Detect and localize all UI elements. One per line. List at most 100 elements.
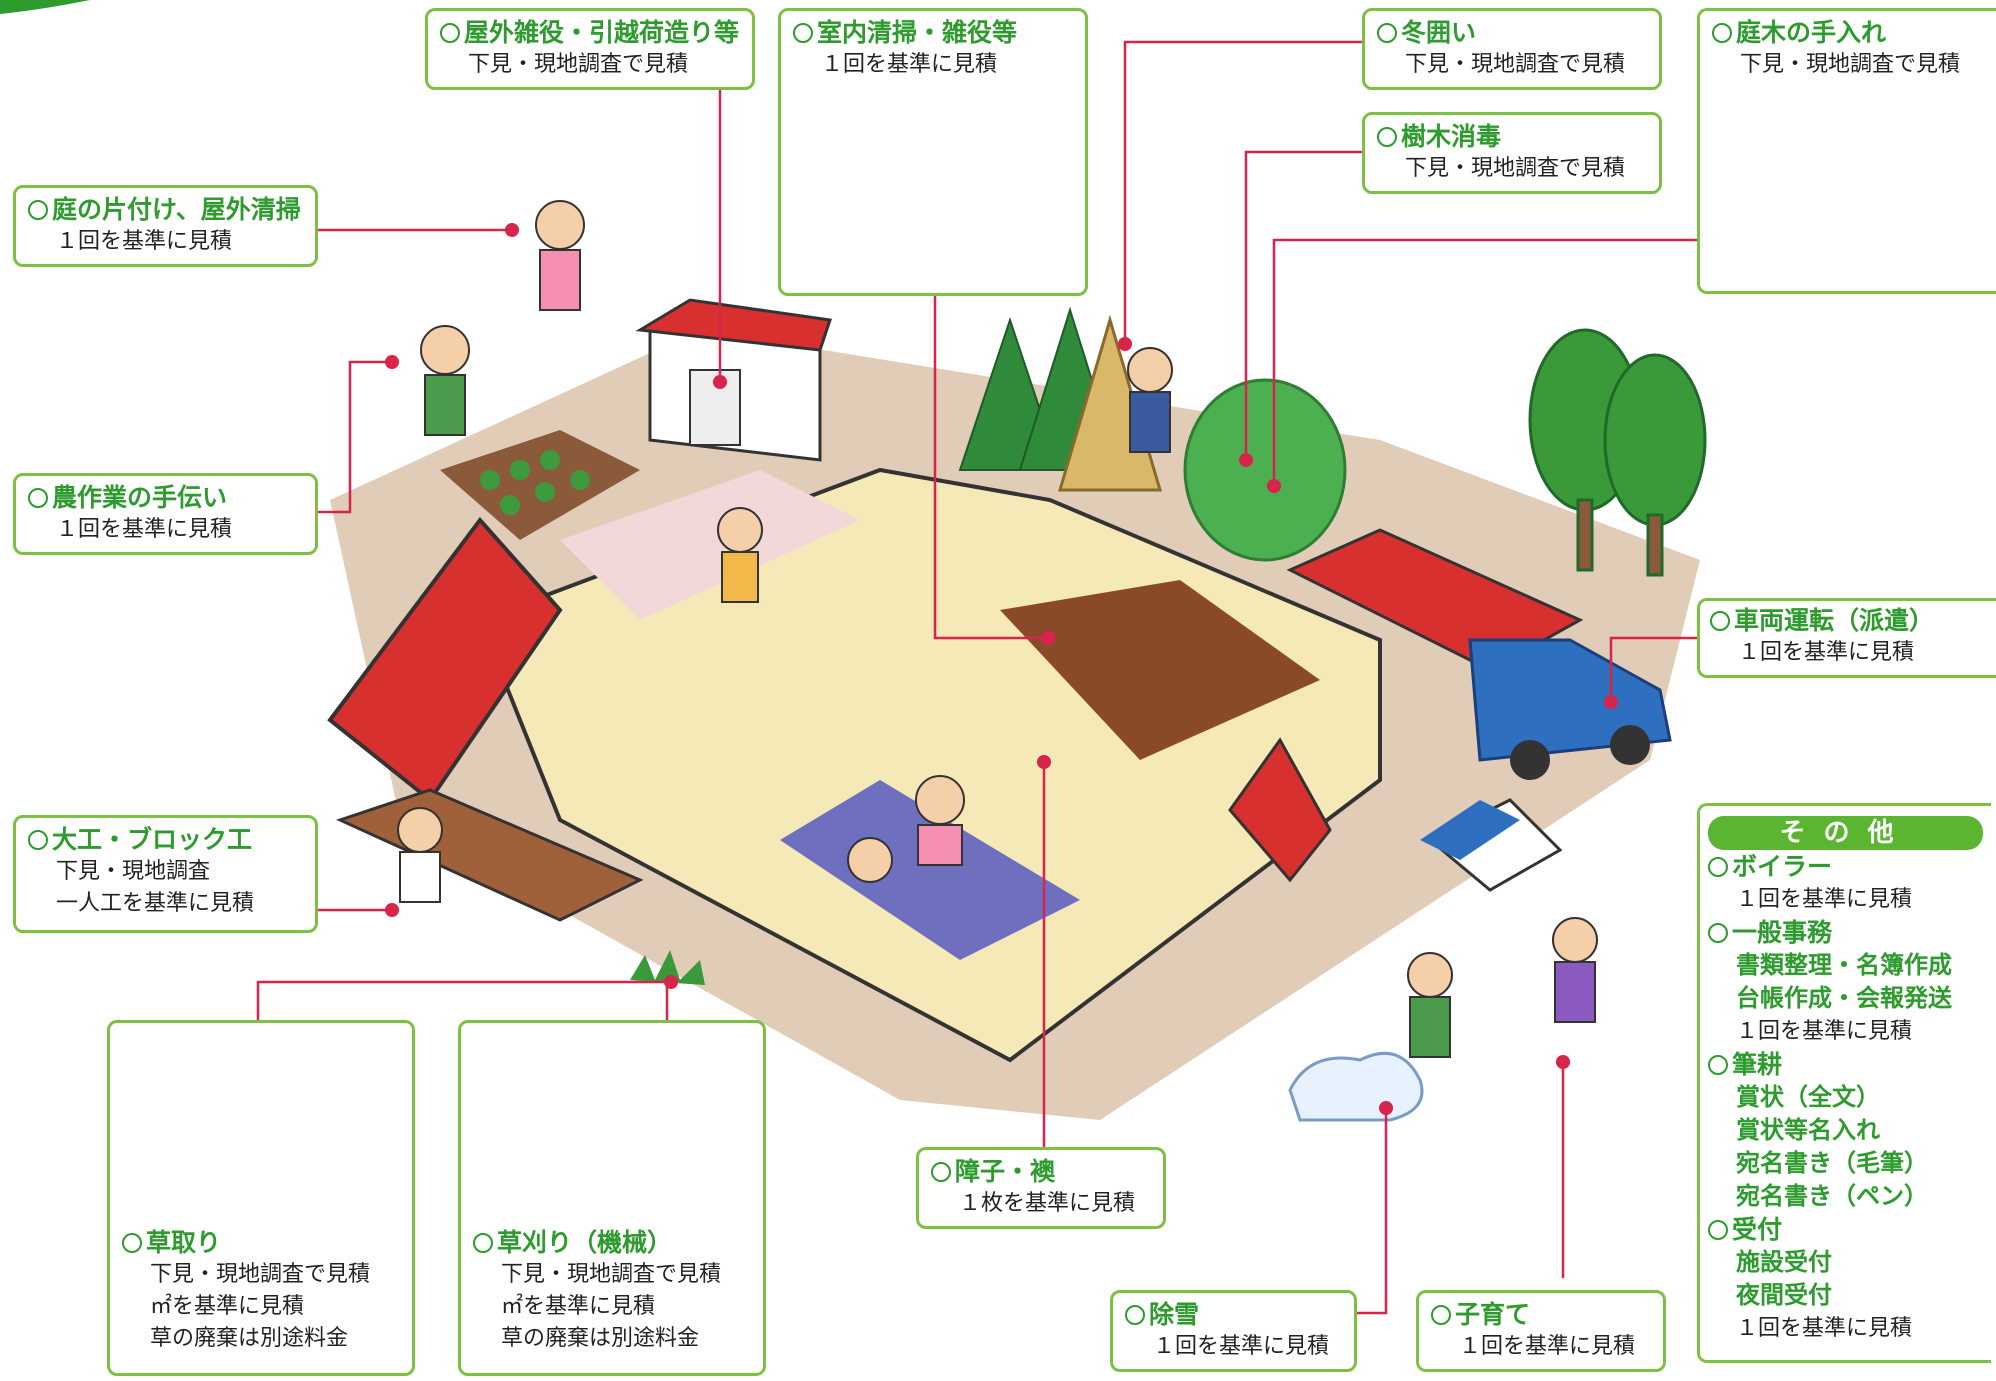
circle-bullet-icon	[473, 1233, 493, 1253]
other-item-sub: 台帳作成・会報発送	[1736, 984, 1952, 1012]
other-item-note: １回を基準に見積	[1736, 1019, 1913, 1044]
other-item-sub: 施設受付	[1736, 1248, 1832, 1276]
box-line: 下見・現地調査で見積	[468, 52, 689, 77]
box-line: ㎡を基準に見積	[501, 1294, 656, 1319]
circle-bullet-icon	[1710, 611, 1730, 631]
circle-bullet-icon	[28, 488, 48, 508]
other-item-sub: 書類整理・名簿作成	[1736, 951, 1952, 979]
other-item-sub: 賞状（全文）	[1736, 1083, 1880, 1111]
circle-bullet-icon	[1708, 1054, 1728, 1075]
circle-bullet-icon	[1708, 856, 1728, 877]
carport-roof	[1286, 528, 1584, 672]
box-line: １回を基準に見積	[56, 517, 233, 542]
box-title: 子育て	[1455, 1300, 1531, 1329]
box-title: 障子・襖	[955, 1157, 1056, 1186]
box-garden-clean: 庭の片付け、屋外清掃 １回を基準に見積	[13, 185, 318, 267]
box-title: 冬囲い	[1401, 18, 1477, 47]
other-item-note: １回を基準に見積	[1736, 1316, 1913, 1341]
room-floor-blue	[780, 780, 1080, 960]
circle-bullet-icon	[1377, 127, 1397, 147]
other-item-note: １回を基準に見積	[1736, 887, 1913, 912]
circle-bullet-icon	[1377, 23, 1397, 43]
box-title: 農作業の手伝い	[52, 483, 228, 512]
circle-bullet-icon	[28, 830, 48, 850]
box-carpenter: 大工・ブロック工 下見・現地調査 一人工を基準に見積	[13, 815, 318, 933]
circle-bullet-icon	[28, 200, 48, 220]
room-floor-pink	[560, 470, 860, 620]
box-snow: 除雪 １回を基準に見積	[1110, 1290, 1357, 1372]
people	[397, 200, 1598, 1058]
box-title: 屋外雑役・引越荷造り等	[464, 18, 740, 47]
crops	[480, 450, 590, 515]
snow-pile	[1288, 1051, 1424, 1122]
box-garden-trees: 庭木の手入れ 下見・現地調査で見積	[1697, 8, 1996, 294]
box-line: １回を基準に見積	[1153, 1334, 1330, 1359]
dog-house	[1420, 798, 1563, 892]
box-childcare: 子育て １回を基準に見積	[1416, 1290, 1666, 1372]
box-line: 下見・現地調査	[56, 859, 211, 884]
box-title: 大工・ブロック工	[52, 825, 253, 854]
box-mowing: 草刈り（機械） 下見・現地調査で見積 ㎡を基準に見積 草の廃棄は別途料金	[458, 1020, 766, 1376]
circle-bullet-icon	[1708, 1219, 1728, 1240]
box-farm-help: 農作業の手伝い １回を基準に見積	[13, 473, 318, 555]
box-title: 草取り	[146, 1228, 222, 1257]
box-line: 草の廃棄は別途料金	[501, 1326, 700, 1351]
box-indoor-clean: 室内清掃・雑役等 １回を基準に見積	[778, 8, 1088, 296]
circle-bullet-icon	[1431, 1305, 1451, 1325]
box-line: 下見・現地調査で見積	[1740, 52, 1961, 77]
circle-bullet-icon	[1708, 922, 1728, 943]
other-item-sub: 夜間受付	[1736, 1281, 1832, 1309]
box-title: 庭の片付け、屋外清掃	[52, 195, 301, 224]
box-line: １回を基準に見積	[821, 52, 998, 77]
grass-tuft	[630, 950, 705, 985]
box-tree-disinfect: 樹木消毒 下見・現地調査で見積	[1362, 112, 1662, 194]
box-line: 下見・現地調査で見積	[150, 1262, 371, 1287]
box-line: 一人工を基準に見積	[56, 891, 255, 916]
box-line: 下見・現地調査で見積	[1405, 52, 1626, 77]
other-item-sub: 宛名書き（毛筆）	[1736, 1149, 1928, 1177]
box-weeding: 草取り 下見・現地調査で見積 ㎡を基準に見積 草の廃棄は別途料金	[107, 1020, 415, 1376]
box-shoji: 障子・襖 １枚を基準に見積	[916, 1147, 1166, 1229]
red-roof-center	[1228, 737, 1332, 883]
circle-bullet-icon	[931, 1162, 951, 1182]
other-item-title: 一般事務	[1732, 918, 1833, 947]
other-services-panel: その他 ボイラー １回を基準に見積 一般事務 書類整理・名簿作成 台帳作成・会報…	[1697, 803, 1991, 1363]
other-item-title: 筆耕	[1732, 1050, 1783, 1079]
other-item-sub: 宛名書き（ペン）	[1736, 1182, 1928, 1210]
room-floor-brown	[1000, 580, 1320, 760]
other-heading: その他	[1708, 816, 1983, 850]
box-vehicle-driving: 車両運転（派遣） １回を基準に見積	[1697, 598, 1996, 678]
red-roof-left	[327, 516, 563, 803]
box-outdoor-chores: 屋外雑役・引越荷造り等 下見・現地調査で見積	[425, 8, 755, 90]
box-title: 除雪	[1149, 1300, 1200, 1329]
right-trees	[1528, 328, 1707, 577]
storage-shed	[635, 298, 832, 462]
box-title: 草刈り（機械）	[497, 1228, 673, 1257]
box-line: 下見・現地調査で見積	[1405, 156, 1626, 181]
box-line: ㎡を基準に見積	[150, 1294, 305, 1319]
circle-bullet-icon	[440, 23, 460, 43]
box-line: 草の廃棄は別途料金	[150, 1326, 349, 1351]
box-title: 庭木の手入れ	[1736, 18, 1887, 47]
circle-bullet-icon	[793, 23, 813, 43]
box-winter-cover: 冬囲い 下見・現地調査で見積	[1362, 8, 1662, 90]
shrub	[1183, 378, 1347, 562]
box-title: 室内清掃・雑役等	[817, 18, 1018, 47]
leader-dots	[385, 223, 1618, 1115]
blue-truck	[1468, 638, 1672, 780]
circle-bullet-icon	[122, 1233, 142, 1253]
other-item-title: 受付	[1732, 1215, 1783, 1244]
circle-bullet-icon	[1125, 1305, 1145, 1325]
box-line: 下見・現地調査で見積	[501, 1262, 722, 1287]
box-title: 車両運転（派遣）	[1734, 606, 1935, 635]
corner-stripe	[0, 0, 90, 14]
circle-bullet-icon	[1712, 23, 1732, 43]
leader-lines	[256, 40, 1697, 1315]
other-item-sub: 賞状等名入れ	[1736, 1116, 1880, 1144]
box-line: １回を基準に見積	[56, 229, 233, 254]
box-line: １枚を基準に見積	[959, 1191, 1136, 1216]
box-title: 樹木消毒	[1401, 122, 1502, 151]
box-line: １回を基準に見積	[1459, 1334, 1636, 1359]
other-item-title: ボイラー	[1732, 852, 1833, 881]
box-line: １回を基準に見積	[1738, 640, 1915, 665]
